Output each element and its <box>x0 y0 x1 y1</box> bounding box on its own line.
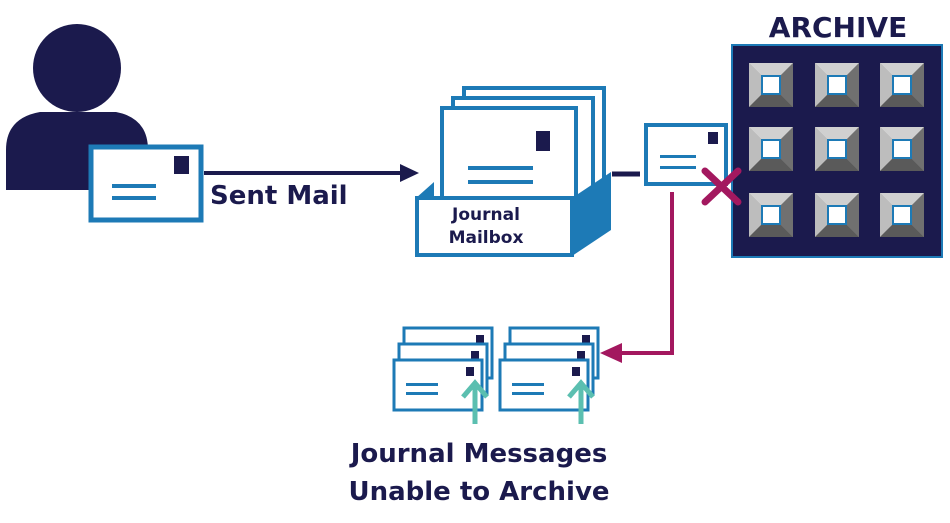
failed-envelope-stack <box>498 326 600 424</box>
archive-slot-icon <box>749 193 793 237</box>
up-arrow-icon <box>461 379 489 424</box>
failed-envelope-stack <box>392 326 494 424</box>
archive-slot-icon <box>749 127 793 171</box>
sent-mail-arrow <box>204 164 419 182</box>
up-arrow-icon <box>567 379 595 424</box>
redirect-arrow <box>600 192 674 363</box>
failed-messages-label-line2: Unable to Archive <box>348 477 609 507</box>
archive-slot-icon <box>815 63 859 107</box>
envelope-icon <box>392 358 484 412</box>
outgoing-envelope-icon <box>644 123 728 186</box>
archive-slot-icon <box>815 193 859 237</box>
failed-messages-stacks <box>392 326 600 424</box>
sent-envelope-icon <box>88 144 204 223</box>
archive-title: ARCHIVE <box>769 11 907 44</box>
failed-messages-label-line1: Journal Messages <box>349 439 608 469</box>
archive-slot-icon <box>815 127 859 171</box>
envelope-icon <box>498 358 590 412</box>
journal-mailbox-label-line2: Mailbox <box>449 228 524 248</box>
x-mark-icon <box>701 167 742 206</box>
sent-mail-label: Sent Mail <box>210 181 348 211</box>
archive-slot-icon <box>749 63 793 107</box>
archive-slot-icon <box>880 127 924 171</box>
archive-slot-icon <box>880 63 924 107</box>
journal-mailbox-label-line1: Journal <box>451 205 520 225</box>
archive-grid-icon <box>731 44 943 258</box>
journal-mailbox-icon <box>415 86 611 257</box>
archive-slot-icon <box>880 193 924 237</box>
